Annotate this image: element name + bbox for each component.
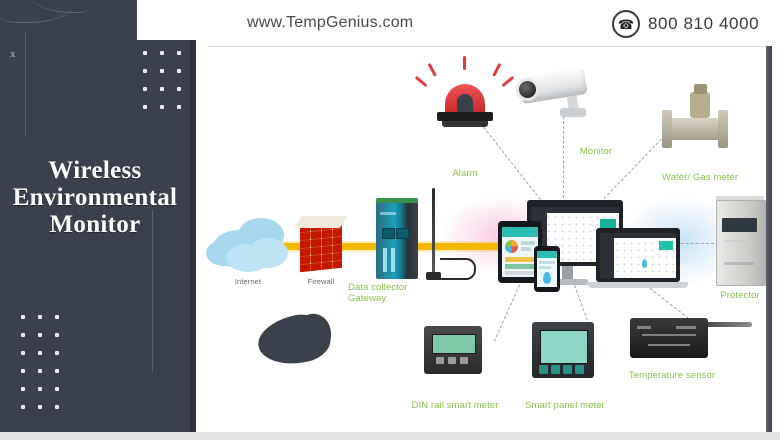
title-line-1: Wireless [48, 157, 142, 184]
label-gateway: Data collector Gateway [348, 282, 448, 304]
sidebar-top-notch [137, 0, 196, 40]
label-gateway-line-2: Gateway [348, 293, 387, 304]
divider-line-top [25, 32, 26, 137]
phone-icon: ☎ [612, 10, 640, 38]
frame-bottom-border [0, 432, 780, 440]
sidebar-edge-step [190, 40, 196, 440]
label-din-rail-smart-meter: DIN rail smart meter [411, 400, 499, 411]
label-temperature-sensor: Temperature sensor [628, 370, 716, 381]
label-smart-panel-meter: Smart panel meter [525, 400, 605, 411]
decorative-curve-1 [0, 0, 74, 23]
label-alarm: Alarm [452, 168, 478, 179]
title-line-2: Environmental [12, 184, 178, 211]
site-url-text: www.TempGenius.com [247, 14, 414, 31]
label-internet: Internet [234, 277, 262, 286]
label-firewall: Firewall [307, 277, 335, 286]
dot-grid-bottom-left [14, 308, 66, 416]
label-water-gas-meter: Water/ Gas meter [661, 172, 739, 183]
top-hairline [208, 46, 768, 47]
divider-line-bottom [152, 210, 153, 372]
label-protector: Protector [720, 290, 760, 301]
phone-contact: ☎ 800 810 4000 [612, 10, 759, 38]
x-mark-glyph: x [10, 48, 16, 60]
phone-number-text: 800 810 4000 [648, 14, 760, 33]
frame-right-border [766, 46, 772, 440]
connector-protector [645, 243, 719, 244]
frame-right-pad [772, 0, 780, 440]
left-sidebar-panel: x Wireless Environmental Monitor [0, 0, 196, 440]
title-line-3: Monitor [49, 211, 141, 238]
page-title: Wireless Environmental Monitor [0, 157, 190, 238]
label-monitor: Monitor [579, 146, 613, 157]
label-gateway-line-1: Data collector [348, 282, 408, 293]
connector-monitor [563, 116, 564, 198]
